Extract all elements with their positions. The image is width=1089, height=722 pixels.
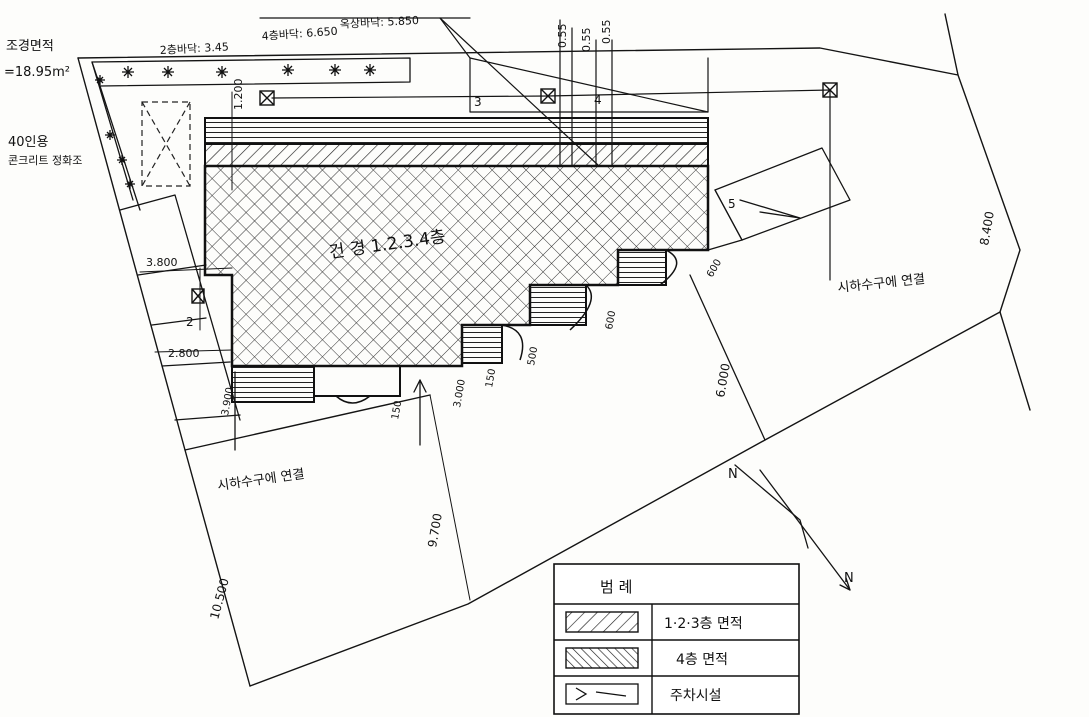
legend-swatch-parking — [565, 683, 639, 705]
landscape-label: 조경면적 — [6, 39, 54, 54]
floor4-level: 4층바닥: 6.650 — [261, 25, 338, 43]
dim-500: 500 — [526, 346, 540, 367]
shrub-icon — [105, 130, 115, 140]
parking-label-1: 40인용 — [8, 135, 49, 150]
septic-tank — [141, 101, 191, 187]
dim-600-right: 600 — [705, 257, 724, 279]
dim-4: 4 — [594, 93, 602, 107]
top-dim-2: 0.55 — [580, 28, 593, 53]
site-boundary — [77, 13, 1031, 687]
parking-shed-right — [707, 147, 851, 251]
dim-3900: 3.900 — [220, 386, 236, 416]
dim-1200: 1.200 — [232, 79, 245, 111]
shrub-symbols — [95, 64, 376, 189]
dimension-lines — [139, 91, 471, 601]
north-label-a: N — [728, 467, 738, 482]
shrub-icon — [216, 66, 228, 78]
dim-5: 5 — [728, 197, 736, 211]
shrub-icon — [282, 64, 294, 76]
legend-swatch-floor-4 — [565, 647, 639, 669]
dim-150-b: 150 — [484, 368, 498, 389]
north-label-b: N — [844, 571, 854, 586]
dim-2800: 2.800 — [168, 347, 200, 360]
legend-label-parking: 주차시설 — [670, 688, 722, 704]
shrub-icon — [95, 75, 105, 85]
shrub-icon — [162, 66, 174, 78]
legend: 범 례 1·2·3층 면적 4층 면적 주차시설 — [553, 563, 800, 715]
shrub-icon — [364, 64, 376, 76]
legend-swatch-floors-123 — [565, 611, 639, 633]
parking-label-2: 콘크리트 정화조 — [8, 154, 82, 167]
landscape-value: =18.95m² — [4, 65, 70, 80]
shrub-icon — [125, 179, 135, 189]
shrub-icon — [329, 64, 341, 76]
legend-label-floors-123: 1·2·3층 면적 — [664, 616, 743, 632]
dim-2: 2 — [186, 315, 194, 329]
dim-3000: 3.000 — [452, 378, 468, 408]
upper-frame — [259, 17, 831, 281]
sewer-right-label: 시하수구에 연결 — [837, 272, 926, 296]
shrub-icon — [122, 66, 134, 78]
dim-3800: 3.800 — [146, 256, 178, 269]
sewer-lines — [234, 274, 851, 591]
dim-600: 600 — [604, 310, 618, 331]
dim-10500: 10.500 — [207, 577, 231, 621]
manhole-icon — [822, 82, 838, 98]
legend-title: 범 례 — [600, 578, 632, 596]
legend-label-floor-4: 4층 면적 — [676, 652, 728, 668]
dim-3: 3 — [474, 95, 482, 109]
sewer-left-label: 시하수구에 연결 — [216, 467, 305, 494]
manhole-icon — [540, 88, 556, 104]
manhole-symbols — [191, 82, 838, 304]
roof-level: 옥상바닥: 5.850 — [339, 14, 419, 31]
dim-9700: 9.700 — [425, 512, 445, 548]
top-dim-1: 0.55 — [556, 24, 569, 49]
shrub-icon — [117, 155, 127, 165]
dim-6000: 6.000 — [713, 362, 733, 398]
dim-8400: 8.400 — [977, 210, 997, 246]
top-dim-3: 0.55 — [600, 20, 613, 45]
floor2-level: 2층바닥: 3.45 — [159, 40, 229, 57]
manhole-icon — [191, 288, 205, 304]
building-footprint — [203, 117, 710, 404]
parking-strip-left — [119, 194, 241, 421]
dim-150-a: 150 — [390, 400, 404, 421]
manhole-icon — [259, 90, 275, 106]
